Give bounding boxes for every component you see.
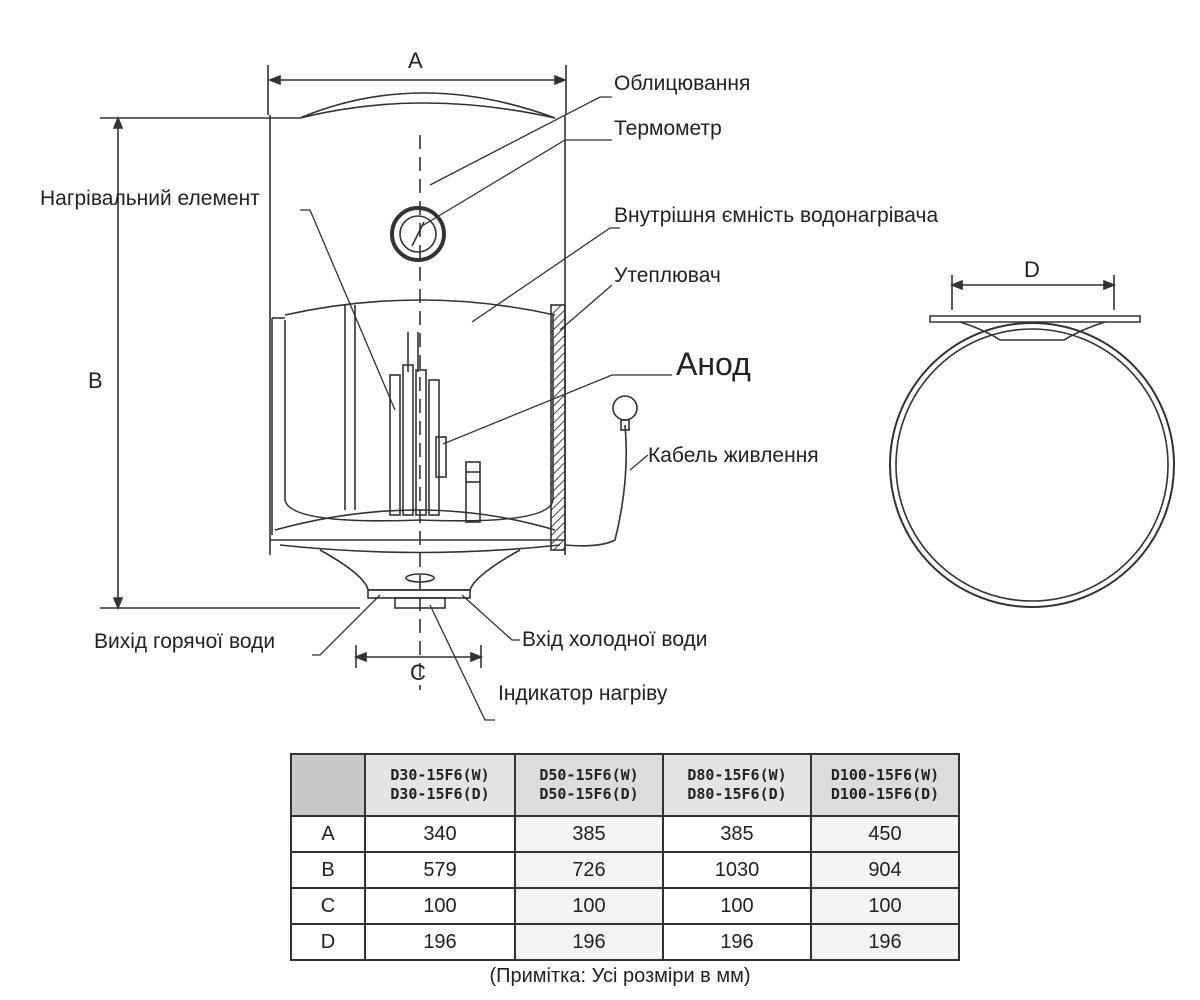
table-cell: 385: [662, 815, 812, 853]
label-anode: Анод: [676, 346, 751, 382]
label-insulation: Утеплювач: [614, 264, 721, 287]
table-cell: 100: [514, 887, 664, 925]
table-cell: 100: [662, 887, 812, 925]
power-cable-shape: [564, 395, 638, 547]
dimensions-table: D30-15F6(W)D30-15F6(D) D50-15F6(W)D50-15…: [290, 753, 960, 961]
table-cell: 385: [514, 815, 664, 853]
label-inner-tank: Внутрішня ємність водонагрівача: [614, 204, 938, 227]
top-view-d: [889, 275, 1175, 608]
table-row-label: D: [290, 923, 366, 961]
table-model-header: D50-15F6(W)D50-15F6(D): [514, 753, 664, 817]
heater-casing: [269, 92, 566, 555]
label-power-cable: Кабель живлення: [648, 444, 819, 467]
table-cell: 196: [662, 923, 812, 961]
table-cell: 904: [810, 851, 960, 889]
dimensions-note: (Примітка: Усі розміри в мм): [489, 965, 751, 987]
table-row: B 579 726 1030 904: [290, 851, 960, 889]
table-row: C 100 100 100 100: [290, 887, 960, 925]
table-cell: 340: [364, 815, 516, 853]
leader-lines: [300, 96, 672, 721]
table-model-header: D30-15F6(W)D30-15F6(D): [364, 753, 516, 817]
label-cold-water-inlet: Вхід холодної води: [522, 628, 708, 651]
dimension-d-label: D: [1024, 257, 1040, 282]
label-hot-water-outlet: Вихід горячої води: [94, 630, 275, 653]
table-model-header: D80-15F6(W)D80-15F6(D): [662, 753, 812, 817]
table-row: D 196 196 196 196: [290, 923, 960, 961]
label-heating-indicator: Індикатор нагріву: [498, 682, 668, 705]
inner-tank-shape: [271, 299, 556, 535]
label-cladding: Облицювання: [614, 72, 750, 95]
dimension-b-label: B: [88, 368, 103, 393]
table-cell: 196: [514, 923, 664, 961]
heater-diagram: A B C D Облицювання Термометр Нагрівальн…: [40, 48, 1175, 721]
heating-element-rods: [389, 332, 440, 516]
table-row-label: A: [290, 815, 366, 853]
table-cell: 100: [364, 887, 516, 925]
dimension-c-line: [353, 645, 484, 668]
thermometer-gauge-icon: [390, 206, 446, 262]
table-cell: 100: [810, 887, 960, 925]
table-cell: 196: [364, 923, 516, 961]
table-model-header: D100-15F6(W)D100-15F6(D): [810, 753, 960, 817]
dimension-c-label: C: [410, 660, 426, 685]
dimension-a-label: A: [408, 48, 423, 73]
anode-rod: [435, 436, 481, 523]
table-row-label: C: [290, 887, 366, 925]
dimension-b-line: [100, 115, 360, 611]
label-thermometer: Термометр: [614, 117, 722, 140]
table-corner-cell: [290, 753, 366, 817]
table-cell: 726: [514, 851, 664, 889]
table-row-label: B: [290, 851, 366, 889]
table-cell: 196: [810, 923, 960, 961]
dimension-a-line: [267, 65, 568, 115]
bottom-cone: [319, 549, 521, 609]
table-cell: 579: [364, 851, 516, 889]
table-header-row: D30-15F6(W)D30-15F6(D) D50-15F6(W)D50-15…: [290, 753, 960, 817]
insulation-layer: [550, 304, 566, 551]
table-cell: 1030: [662, 851, 812, 889]
label-heating-element: Нагрівальний елемент: [40, 187, 260, 210]
table-cell: 450: [810, 815, 960, 853]
table-row: A 340 385 385 450: [290, 815, 960, 853]
